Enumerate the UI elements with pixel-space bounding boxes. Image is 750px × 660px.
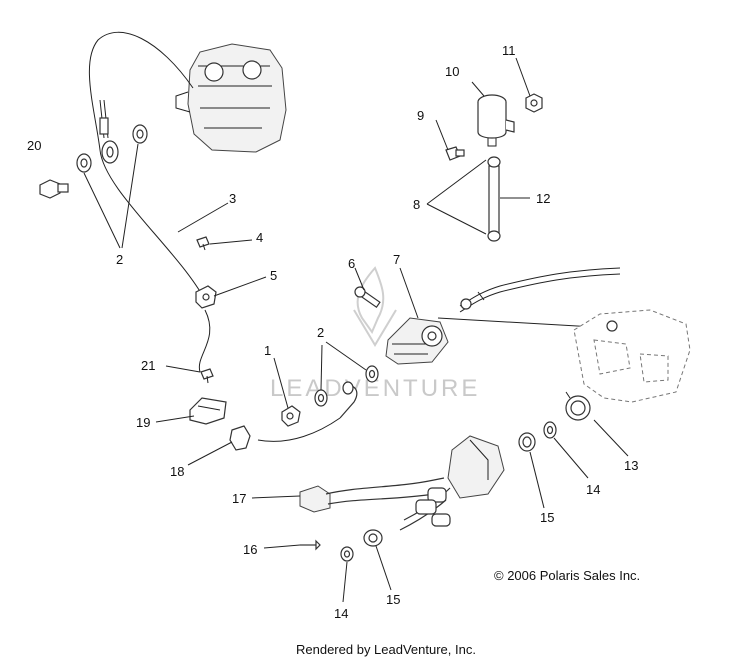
footer-text: Rendered by LeadVenture, Inc. [296, 642, 476, 657]
copyright-text: © 2006 Polaris Sales Inc. [494, 568, 640, 583]
callout-labels: 20 2 3 4 5 9 10 11 8 12 6 7 21 1 2 19 18… [27, 43, 638, 621]
watermark-logo: LEADVENTURE [270, 266, 477, 402]
washer-icon [76, 124, 148, 173]
hose-12-icon [487, 156, 501, 242]
screw-9-icon [445, 146, 465, 161]
reservoir-10-icon [477, 94, 515, 147]
leader-lines [83, 57, 629, 603]
callout-14a: 14 [586, 482, 600, 497]
brake-pipe-bend [257, 381, 358, 442]
callout-12: 12 [536, 191, 550, 206]
bushing-15b-icon [363, 529, 383, 547]
bolt-6-icon [354, 286, 381, 309]
callout-21: 21 [141, 358, 155, 373]
clip-5-icon [195, 285, 217, 309]
callout-17: 17 [232, 491, 246, 506]
banjo-fitting [99, 99, 119, 164]
callout-5: 5 [270, 268, 277, 283]
callout-9: 9 [417, 108, 424, 123]
brake-line-lower [198, 309, 211, 373]
washer-2b-icon [314, 365, 379, 407]
spring-clip-13-icon [565, 391, 591, 421]
callout-4: 4 [256, 230, 263, 245]
callout-13: 13 [624, 458, 638, 473]
callout-20: 20 [27, 138, 41, 153]
callout-10: 10 [445, 64, 459, 79]
callout-18: 18 [170, 464, 184, 479]
brake-line-hose [88, 31, 206, 301]
washer-14b-icon [340, 546, 354, 562]
callout-7: 7 [393, 252, 400, 267]
master-cylinder-7 [385, 317, 449, 365]
frame-outline-ghost [573, 309, 691, 403]
brake-caliper-rear [175, 43, 287, 153]
bolt-20-icon [39, 179, 69, 199]
callout-15b: 15 [386, 592, 400, 607]
callout-1: 1 [264, 343, 271, 358]
callout-19: 19 [136, 415, 150, 430]
nut-11-icon [525, 93, 543, 113]
clip-18-icon [229, 425, 251, 451]
callout-15a: 15 [540, 510, 554, 525]
cotter-pin-16-icon [300, 539, 321, 551]
callout-16: 16 [243, 542, 257, 557]
screw-4-icon [196, 236, 210, 251]
bracket-19-icon [189, 397, 227, 425]
washer-14a-icon [543, 421, 557, 439]
callout-8: 8 [413, 197, 420, 212]
bushing-15a-icon [518, 432, 536, 452]
brake-pedal-17 [299, 435, 505, 531]
callout-14b: 14 [334, 606, 348, 621]
callout-2b: 2 [317, 325, 324, 340]
callout-11: 11 [502, 43, 516, 58]
callout-3: 3 [229, 191, 236, 206]
callout-2: 2 [116, 252, 123, 267]
callout-6: 6 [348, 256, 355, 271]
fitting-1-icon [281, 405, 301, 427]
screw-21-icon [200, 368, 214, 384]
